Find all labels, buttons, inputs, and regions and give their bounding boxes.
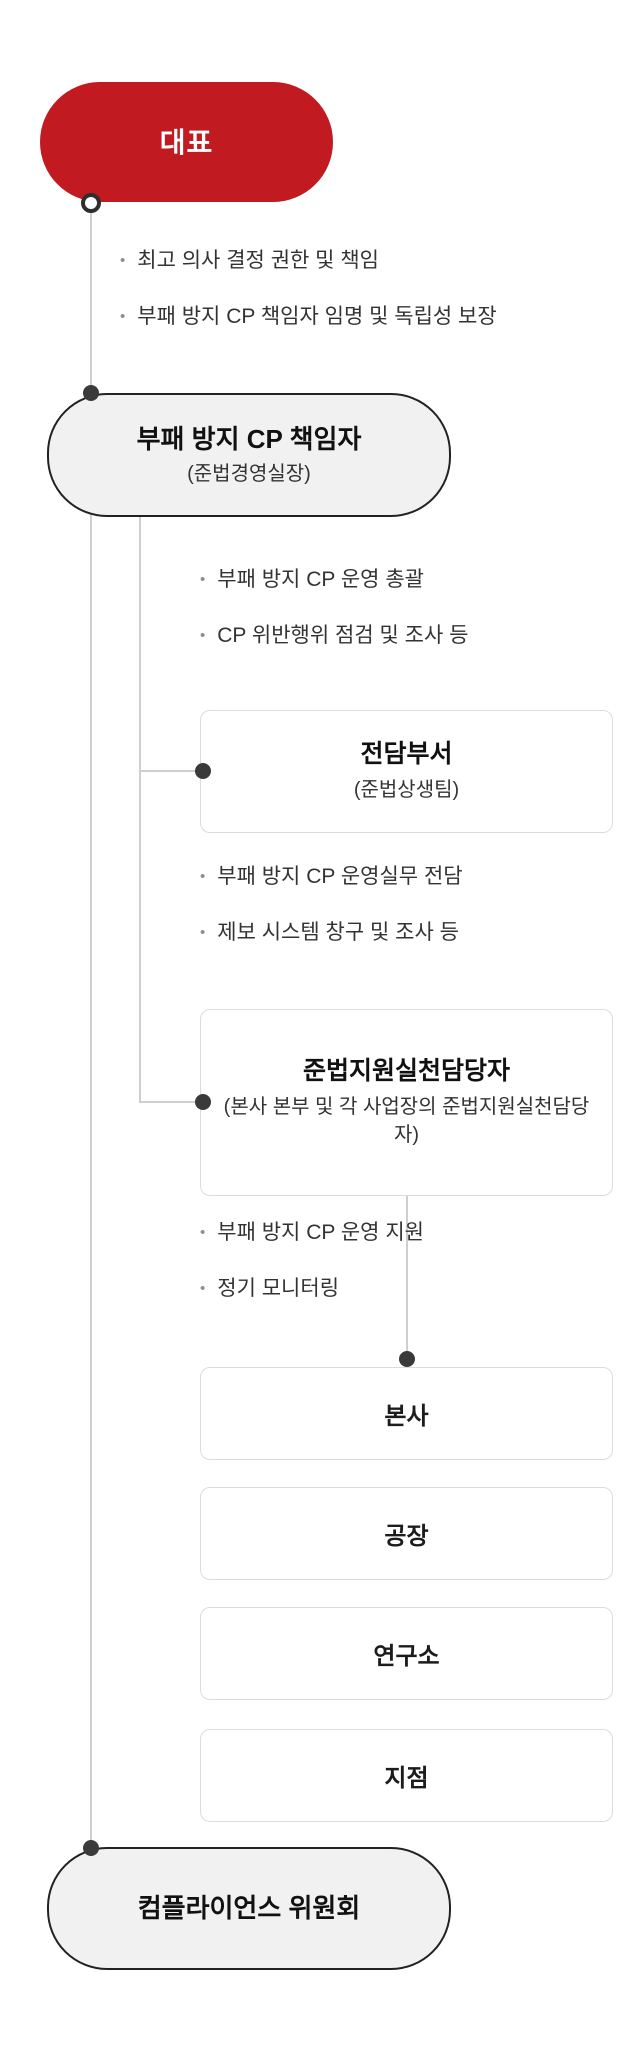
node-practice-officers-title: 준법지원실천담당자 [302,1056,510,1085]
node-site-label: 지점 [384,1765,429,1792]
connector-dedicated-team-line [140,770,203,772]
bullet-item: 부패 방지 CP 운영 총괄 [200,565,468,595]
connector-practice-officers-line [140,1101,203,1103]
node-site-label: 공장 [384,1523,429,1550]
bullet-list-practice-officers: 부패 방지 CP 운영 지원 정기 모니터링 [200,1218,424,1304]
connector-dot-practice-officers [195,1094,211,1110]
node-ceo-label: 대표 [159,126,214,158]
node-compliance-committee-label: 컴플라이언스 위원회 [137,1893,361,1924]
node-dedicated-team-title: 전담부서 [360,739,453,768]
connector-cp-officer-branch-line [139,513,141,1103]
bullet-item: CP 위반행위 점검 및 조사 등 [200,621,468,651]
connector-main-vertical-line [90,203,92,1848]
connector-dot-ceo [81,193,101,213]
node-site-headquarters: 본사 [200,1367,613,1460]
bullet-item: 부패 방지 CP 운영실무 전담 [200,862,462,892]
node-ceo: 대표 [40,82,333,202]
bullet-item: 제보 시스템 창구 및 조사 등 [200,918,463,948]
connector-dot-committee [83,1840,99,1856]
bullet-list-ceo: 최고 의사 결정 권한 및 책임 부패 방지 CP 책임자 임명 및 독립성 보… [120,246,497,332]
bullet-item: 부패 방지 CP 책임자 임명 및 독립성 보장 [120,302,496,332]
bullet-item: 최고 의사 결정 권한 및 책임 [120,246,497,276]
node-dedicated-team: 전담부서 (준법상생팀) [200,710,613,833]
node-cp-officer-title: 부패 방지 CP 책임자 [136,424,362,455]
connector-dot-dedicated-team [195,763,211,779]
node-compliance-committee: 컴플라이언스 위원회 [47,1847,451,1970]
node-cp-officer-subtitle: (준법경영실장) [187,462,311,485]
node-cp-officer: 부패 방지 CP 책임자 (준법경영실장) [47,393,451,517]
bullet-item: 정기 모니터링 [200,1274,424,1304]
node-practice-officers-subtitle: (본사 본부 및 각 사업장의 준법지원실천담당자) [223,1096,590,1147]
node-site-research-center: 연구소 [200,1607,613,1700]
bullet-list-cp-officer: 부패 방지 CP 운영 총괄 CP 위반행위 점검 및 조사 등 [200,565,468,651]
connector-dot-sites [399,1351,415,1367]
node-dedicated-team-subtitle: (준법상생팀) [353,779,460,802]
node-practice-officers: 준법지원실천담당자 (본사 본부 및 각 사업장의 준법지원실천담당자) [200,1009,613,1196]
bullet-item: 부패 방지 CP 운영 지원 [200,1218,424,1248]
bullet-list-dedicated-team: 부패 방지 CP 운영실무 전담 제보 시스템 창구 및 조사 등 [200,862,463,948]
node-site-factory: 공장 [200,1487,613,1580]
node-site-label: 연구소 [373,1643,440,1670]
connector-dot-cp-officer [83,385,99,401]
node-site-label: 본사 [384,1403,429,1430]
node-site-branch: 지점 [200,1729,613,1822]
